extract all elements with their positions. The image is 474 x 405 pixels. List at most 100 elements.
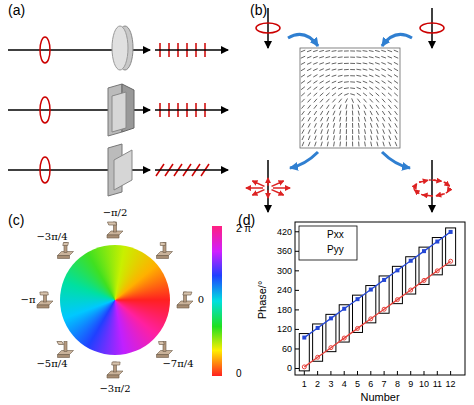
nano-bar: [315, 136, 317, 140]
nano-bar: [308, 142, 310, 146]
nano-bar: [308, 136, 310, 140]
nano-bar: [344, 81, 349, 83]
nano-bar: [350, 57, 355, 58]
nano-bar: [375, 87, 379, 90]
nano-bar: [338, 75, 343, 76]
nano-bar: [301, 50, 305, 52]
nano-bar: [302, 105, 305, 109]
nano-bar: [321, 142, 322, 147]
nano-bar: [356, 63, 361, 65]
nano-bar: [333, 111, 335, 115]
x-tick: [424, 371, 425, 375]
nano-bar: [388, 87, 392, 90]
y-tick: [295, 329, 299, 330]
x-tick: [357, 371, 358, 375]
nano-bar: [364, 135, 366, 140]
nano-bar: [382, 105, 385, 109]
pillar-icon: [57, 342, 74, 358]
y-tick: [295, 368, 299, 369]
nano-bar: [377, 142, 378, 147]
nano-bar: [395, 142, 397, 146]
nano-bar: [315, 129, 317, 133]
pair-box: [326, 314, 336, 351]
pair-box: [313, 324, 323, 361]
nano-bar: [350, 50, 355, 51]
phase-label: −7π/4: [162, 359, 193, 369]
pair-box: [432, 238, 442, 275]
nano-bar: [376, 93, 380, 96]
nano-bar: [307, 69, 311, 71]
tick-label: 11: [433, 380, 442, 389]
nano-bar: [357, 87, 361, 89]
nano-bar: [338, 63, 343, 65]
nano-bar: [320, 99, 323, 103]
colorbar-label: 0: [236, 369, 242, 379]
panel-c: [37, 222, 222, 378]
panel-d: [295, 222, 465, 375]
nano-bar: [339, 129, 341, 134]
nano-bar: [377, 129, 379, 134]
nano-bar: [356, 75, 361, 76]
nano-bar: [363, 50, 368, 52]
nano-bar: [363, 93, 367, 96]
tick-label: 4: [342, 380, 347, 389]
nano-bar: [344, 50, 349, 51]
nano-bar: [334, 135, 335, 140]
pyy-point: [329, 346, 333, 350]
nano-bar: [369, 81, 373, 83]
nano-bar: [301, 75, 305, 78]
nano-bar: [333, 105, 335, 109]
nano-bar: [313, 75, 317, 77]
pyy-point: [356, 326, 360, 330]
nano-bar: [388, 50, 393, 52]
pyy-point: [409, 288, 413, 292]
pillar-icon: [58, 243, 74, 259]
tick-label: 180: [277, 305, 292, 314]
nano-bar: [302, 136, 304, 140]
y-tick: [295, 270, 299, 271]
nano-bar: [321, 129, 323, 134]
nano-bar: [394, 56, 398, 58]
pyy-point: [316, 355, 320, 359]
nano-bar: [302, 117, 305, 121]
nano-bar: [319, 63, 324, 65]
nano-bar: [352, 111, 353, 116]
nano-bar: [357, 81, 362, 82]
nano-bar: [350, 69, 355, 70]
nano-bar: [332, 50, 337, 52]
nano-bar: [377, 123, 379, 127]
nano-bar: [352, 129, 353, 134]
nano-bar: [338, 50, 343, 51]
legend-text: Pyy: [327, 245, 344, 255]
nano-bar: [381, 63, 385, 65]
nano-bar: [308, 99, 311, 103]
nano-bar: [346, 111, 348, 116]
nano-bar: [388, 111, 391, 115]
nano-bar: [333, 117, 335, 122]
nano-bar: [395, 123, 397, 127]
nano-bar: [340, 111, 341, 116]
nano-bar: [382, 75, 386, 77]
radial-vector: [272, 181, 284, 186]
tick-label: 300: [277, 266, 292, 275]
nano-bar: [389, 136, 391, 140]
axis-title: Phase/°: [257, 281, 268, 320]
nano-bar: [364, 105, 366, 109]
nano-bar: [301, 68, 305, 70]
nano-bar: [301, 93, 305, 96]
nano-bar: [388, 56, 392, 58]
nano-bar: [388, 81, 392, 84]
panel-label: (a): [8, 3, 25, 17]
nano-bar: [333, 123, 334, 128]
legend-text: Pxx: [327, 230, 344, 240]
tick-label: 10: [419, 380, 429, 389]
nano-bar: [319, 75, 323, 77]
nano-bar: [301, 62, 305, 64]
nano-bar: [350, 94, 355, 95]
tick-label: 120: [277, 325, 292, 334]
pair-box: [406, 257, 416, 294]
nano-bar: [332, 75, 337, 76]
nano-bar: [395, 105, 398, 109]
nano-bar: [326, 57, 331, 58]
